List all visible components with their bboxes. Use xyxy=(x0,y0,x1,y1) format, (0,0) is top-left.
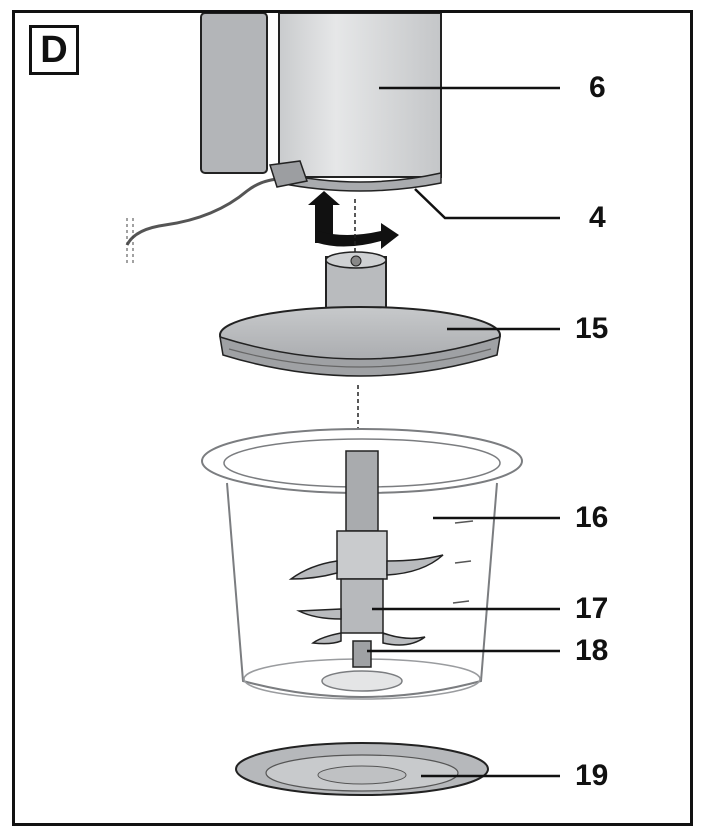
motor-handle-grip xyxy=(200,13,268,174)
exploded-view-illustration xyxy=(125,13,560,796)
attach-arrow xyxy=(308,191,399,263)
blade-upper-right xyxy=(386,554,444,576)
power-cord xyxy=(125,177,291,246)
callout-label-15: 15 xyxy=(575,312,609,345)
panel-label: D xyxy=(40,29,68,71)
leader-line-4 xyxy=(414,188,560,220)
motor-base-ring xyxy=(278,172,442,192)
callout-label-17: 17 xyxy=(575,592,609,625)
blade-lower-left xyxy=(296,608,342,620)
lid-coupling-socket xyxy=(350,255,362,267)
motor-unit xyxy=(125,13,442,263)
arrow-rotate-icon xyxy=(318,223,399,249)
anti-slip-base xyxy=(235,742,489,796)
callout-label-18: 18 xyxy=(575,634,609,667)
blade-insert xyxy=(288,450,444,668)
blade-collar xyxy=(336,530,388,580)
lid-thread-line xyxy=(228,348,492,368)
blade-shaft-lower xyxy=(340,578,384,634)
callout-label-4: 4 xyxy=(589,201,606,234)
blade-shaft-upper xyxy=(345,450,379,532)
bowl-center-pin-base xyxy=(321,670,403,692)
scale-mark xyxy=(452,600,470,604)
leader-lines xyxy=(367,86,560,778)
base-center xyxy=(317,765,407,785)
blade-upper-left xyxy=(288,560,338,580)
diagram-frame: D xyxy=(12,10,693,826)
callout-label-16: 16 xyxy=(575,501,609,534)
cord-plug xyxy=(269,160,308,188)
blade-lower-left-2 xyxy=(311,632,342,645)
blade-hub xyxy=(352,640,372,668)
callout-label-19: 19 xyxy=(575,759,609,792)
arrow-up-icon xyxy=(308,191,340,243)
callout-label-6: 6 xyxy=(589,71,606,104)
lid-thread-rim xyxy=(219,335,501,377)
bowl-measure-scale xyxy=(452,520,474,604)
panel-label-box: D xyxy=(29,25,79,75)
scale-mark xyxy=(454,560,472,564)
motor-housing xyxy=(278,13,442,178)
bowl-wall xyxy=(226,482,498,698)
gear-cover-lid xyxy=(219,251,501,453)
blade-lower-right xyxy=(382,631,426,646)
scale-mark xyxy=(454,520,474,524)
